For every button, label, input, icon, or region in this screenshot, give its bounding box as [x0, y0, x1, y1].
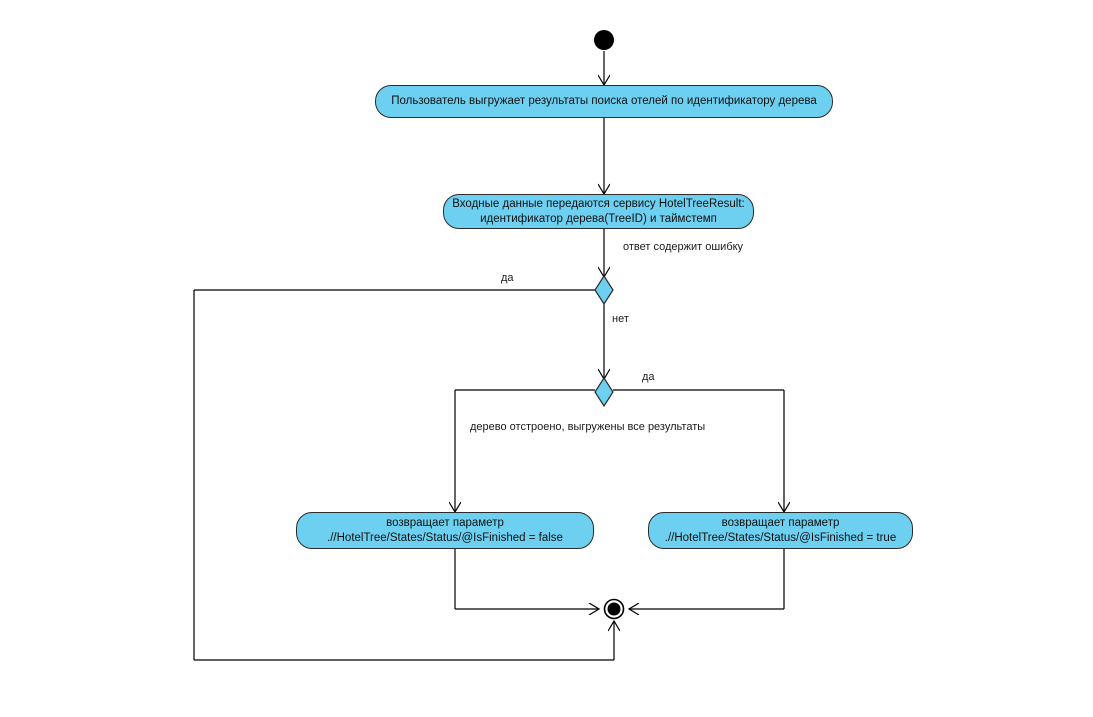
action-input-data-line1: Входные данные передаются сервису HotelT… — [452, 197, 745, 210]
edge-label-error-yes: да — [501, 272, 514, 284]
edge-label-response-has-error: ответ содержит ошибку — [623, 241, 744, 253]
decision-response-has-error — [594, 274, 614, 306]
final-node — [603, 598, 625, 620]
edge-label-tree-built: дерево отстроено, выгружены все результа… — [470, 421, 706, 433]
decision-tree-finished — [594, 376, 614, 408]
action-returns-isfinished-true-line2: .//HotelTree/States/Status/@IsFinished =… — [664, 531, 897, 544]
initial-node — [594, 30, 614, 50]
action-returns-isfinished-false[interactable]: возвращает параметр .//HotelTree/States/… — [296, 512, 594, 549]
action-input-data[interactable]: Входные данные передаются сервису HotelT… — [443, 194, 754, 229]
action-user-uploads[interactable]: Пользователь выгружает результаты поиска… — [375, 85, 833, 118]
edge-label-finished-yes: да — [642, 371, 655, 383]
action-user-uploads-line1: Пользователь выгружает результаты поиска… — [391, 95, 817, 107]
action-returns-isfinished-true-line1: возвращает параметр — [721, 516, 840, 529]
action-returns-isfinished-true[interactable]: возвращает параметр .//HotelTree/States/… — [648, 512, 913, 549]
action-returns-isfinished-false-line1: возвращает параметр — [386, 516, 504, 529]
action-returns-isfinished-false-line2: .//HotelTree/States/Status/@IsFinished =… — [327, 531, 563, 544]
action-input-data-line2: идентификатор дерева(TreeID) и таймстемп — [480, 212, 717, 225]
edge-label-error-no: нет — [612, 313, 629, 325]
